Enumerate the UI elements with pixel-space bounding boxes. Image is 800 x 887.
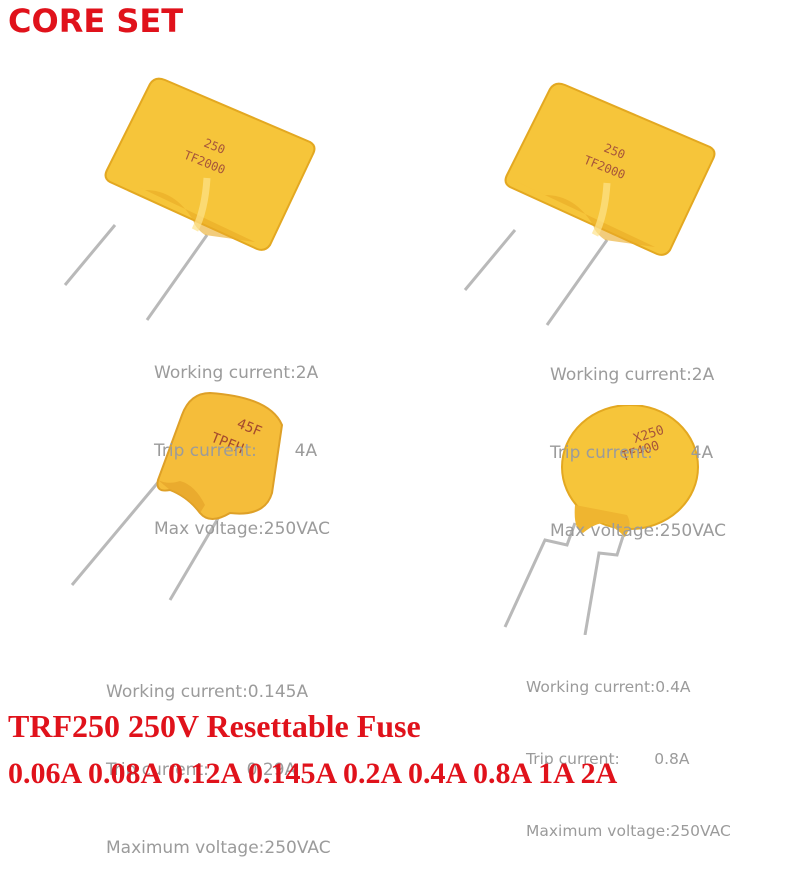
spec-working-current: Working current:0.4A [526,678,691,696]
fuse-leads [70,479,222,601]
spec-max-voltage: Max voltage:250VAC [154,519,330,539]
product-title: TRF250 250V Resettable Fuse [8,708,421,744]
spec-trip-current: Trip current: 0.8A [526,750,690,768]
fuse-body [104,77,316,251]
fuse-leads [503,522,627,635]
fuse-leads [63,224,209,321]
fuse-photo-3: 45F TPFH [70,391,284,601]
fuse-body [504,82,716,256]
spec-trip-current: Trip current: 4A [154,441,318,461]
fuse-leads [463,229,609,326]
fuse-photo-2: 250 TF2000 [463,82,716,326]
spec-working-current: Working current:0.145A [106,682,309,702]
spec-trip-current: Trip current: 4A [550,443,714,463]
spec-block-1: Working current:2A Trip current: 4A Max … [154,308,330,568]
spec-working-current: Working current:2A [550,365,715,385]
spec-block-4: Working current:0.4A Trip current: 0.8A … [526,627,731,867]
spec-block-2: Working current:2A Trip current: 4A Max … [550,310,726,570]
spec-max-voltage: Max voltage:250VAC [550,521,726,541]
brand-logo: CORE SET [8,2,184,40]
spec-working-current: Working current:2A [154,363,319,383]
spec-max-voltage: Maximum voltage:250VAC [106,838,331,858]
fuse-photo-1: 250 TF2000 [63,77,316,321]
spec-trip-current: Trip current: 0.29A [106,760,297,780]
fuse-body [561,405,699,530]
fuse-photo-4: X250 TF400 [503,405,699,635]
spec-max-voltage: Maximum voltage:250VAC [526,822,731,840]
available-ratings: 0.06A 0.08A 0.12A 0.145A 0.2A 0.4A 0.8A … [8,757,618,790]
